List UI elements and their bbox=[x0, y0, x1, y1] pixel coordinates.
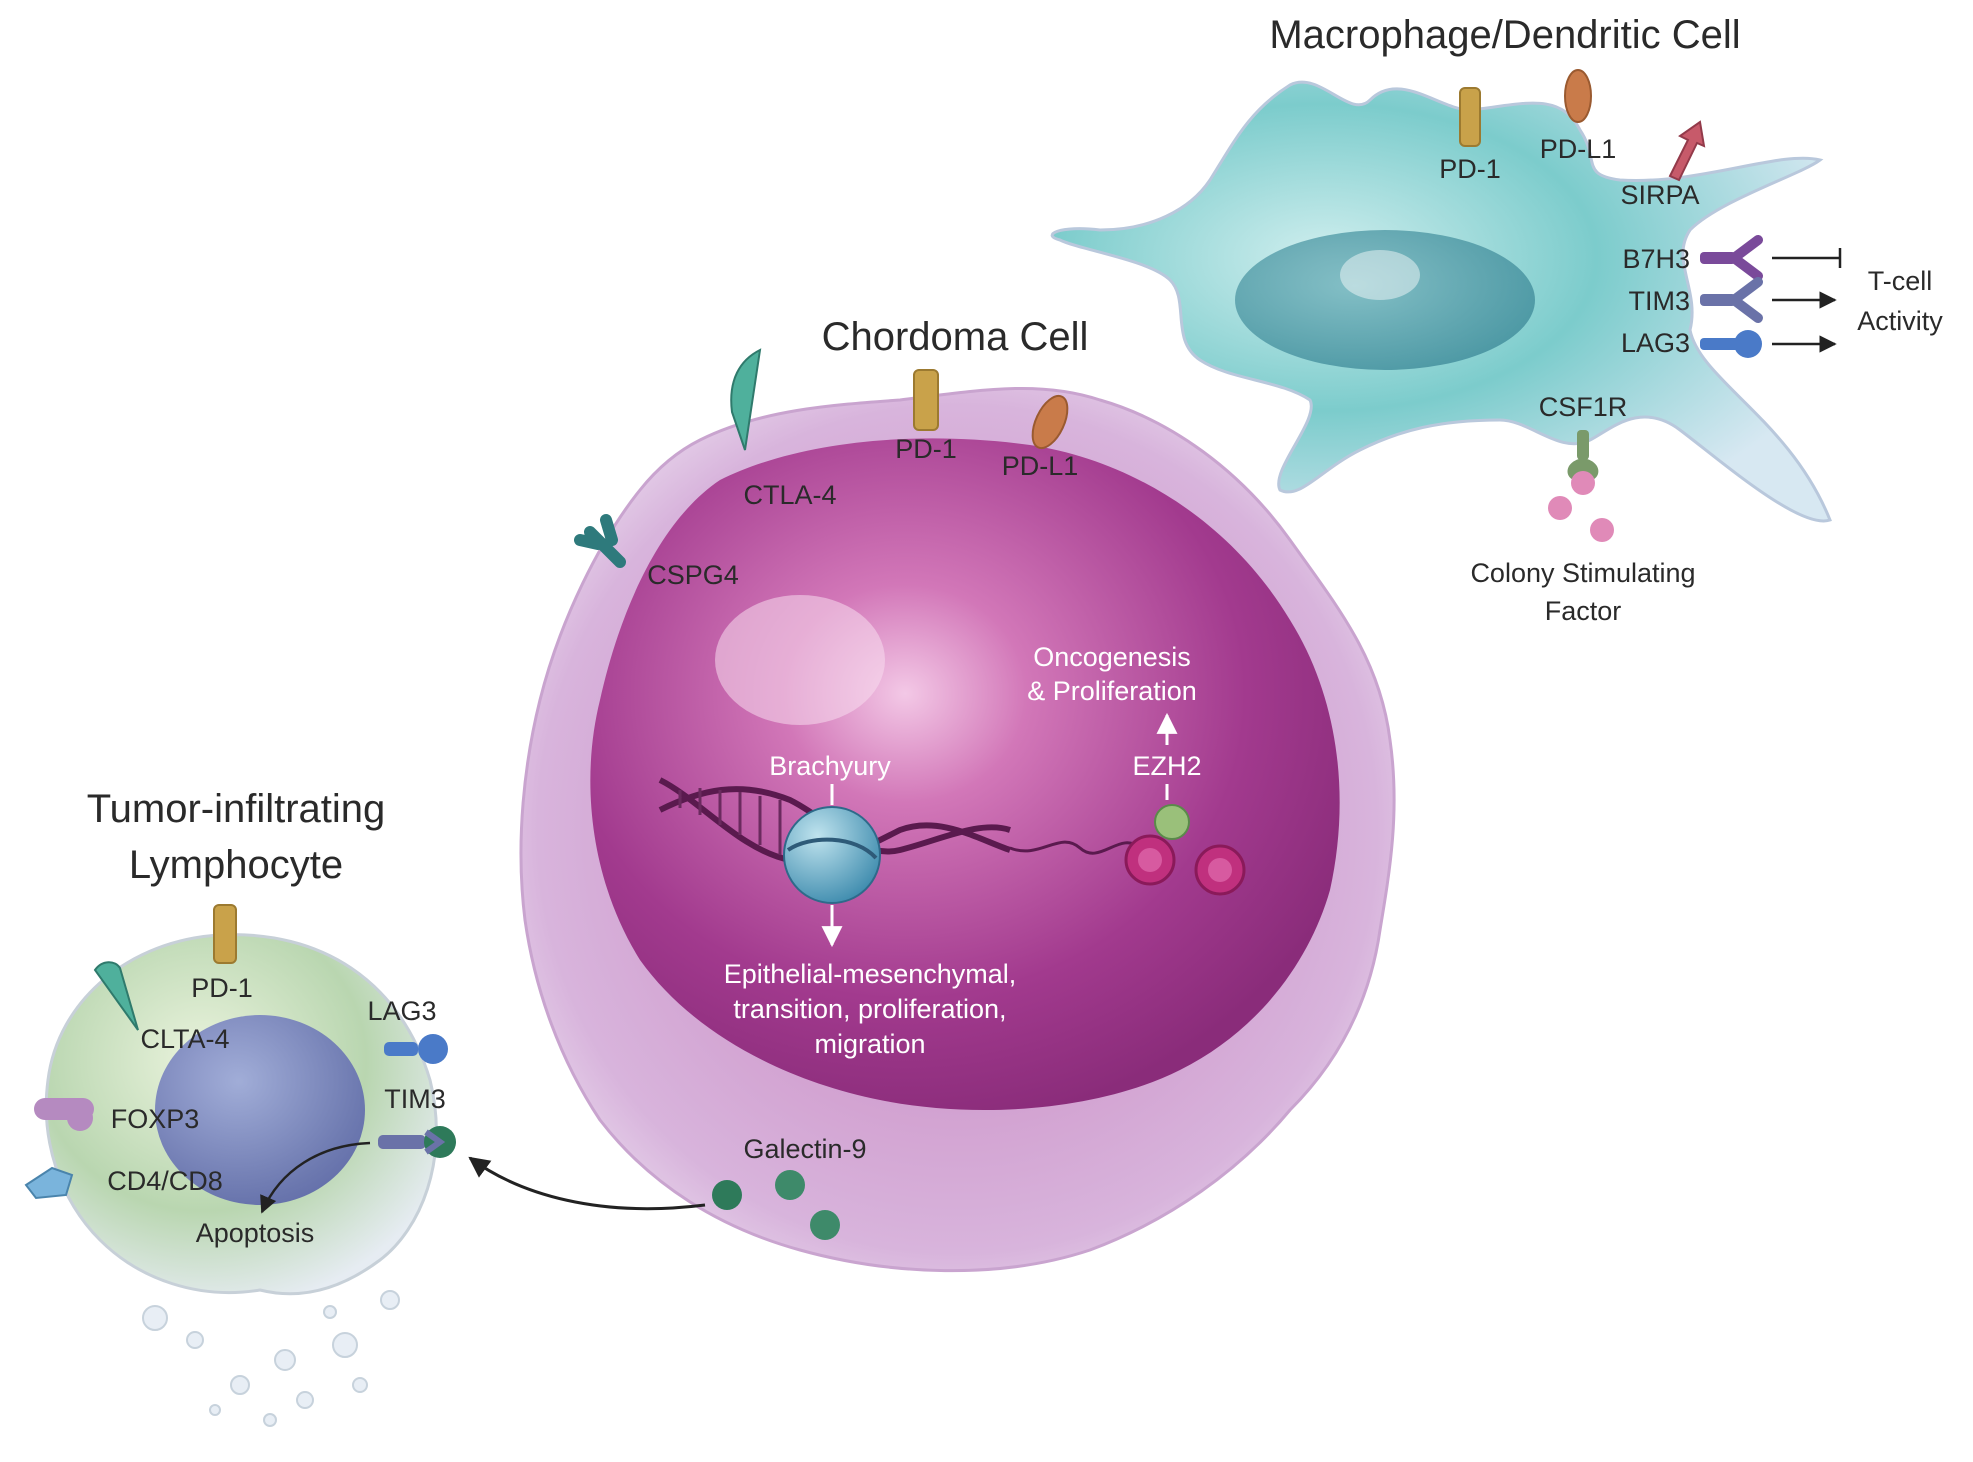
lymphocyte-clta4-label: CLTA-4 bbox=[140, 1024, 229, 1054]
apoptosis-arrow bbox=[260, 1141, 371, 1214]
colony-stimulating-factor-icon bbox=[1548, 471, 1614, 542]
csf-label-2: Factor bbox=[1545, 596, 1622, 626]
galectin9-arrow bbox=[468, 1156, 706, 1211]
emt-label-1: Epithelial-mesenchymal, bbox=[724, 959, 1017, 989]
macrophage-pd1-receptor-icon bbox=[1459, 87, 1481, 147]
macrophage-csf1r-label: CSF1R bbox=[1539, 392, 1628, 422]
lymphocyte-pd1-receptor-icon bbox=[213, 904, 237, 964]
brachyury-protein-icon bbox=[783, 806, 881, 904]
macrophage-sirpa-label: SIRPA bbox=[1620, 180, 1699, 210]
oncogenesis-label-2: & Proliferation bbox=[1027, 676, 1197, 706]
macrophage-b7h3-receptor-icon bbox=[1700, 235, 1763, 281]
ezh2-protein-icon bbox=[1154, 804, 1190, 840]
macrophage-cell bbox=[1050, 80, 1832, 523]
apoptotic-blebs-icon bbox=[142, 1290, 400, 1427]
chordoma-pdl1-label: PD-L1 bbox=[1002, 451, 1079, 481]
galectin9-label: Galectin-9 bbox=[743, 1134, 866, 1164]
lymphocyte-lag3-label: LAG3 bbox=[367, 996, 436, 1026]
macrophage-tim3-label: TIM3 bbox=[1628, 286, 1690, 316]
galectin9-icon bbox=[712, 1170, 840, 1240]
macrophage-pd1-label: PD-1 bbox=[1439, 154, 1501, 184]
macrophage-b7h3-label: B7H3 bbox=[1622, 244, 1690, 274]
lymphocyte-cell bbox=[44, 933, 438, 1296]
lymphocyte-cd4cd8-label: CD4/CD8 bbox=[107, 1166, 223, 1196]
lymphocyte-pd1-label: PD-1 bbox=[191, 973, 253, 1003]
lymphocyte-tim3-receptor-icon bbox=[378, 1126, 456, 1158]
chordoma-cspg4-receptor-icon bbox=[574, 514, 626, 568]
tcell-activity-label-1: T-cell bbox=[1868, 266, 1933, 296]
nucleosome-icon bbox=[1124, 834, 1246, 896]
chordoma-ctla4-label: CTLA-4 bbox=[743, 480, 836, 510]
lymphocyte-cd4cd8-receptor-icon bbox=[24, 1166, 74, 1200]
lymphocyte-tim3-label: TIM3 bbox=[384, 1084, 446, 1114]
macrophage-lag3-label: LAG3 bbox=[1621, 328, 1690, 358]
macrophage-nucleus bbox=[1235, 230, 1535, 370]
brachyury-label: Brachyury bbox=[769, 751, 891, 781]
lymphocyte-clta4-receptor-icon bbox=[93, 961, 139, 1031]
lymphocyte-lag3-receptor-icon bbox=[384, 1034, 448, 1064]
lymphocyte-title-1: Tumor-infiltrating bbox=[87, 787, 386, 831]
lymphocyte-title-2: Lymphocyte bbox=[129, 843, 343, 887]
macrophage-lag3-receptor-icon bbox=[1700, 330, 1762, 358]
chordoma-pd1-label: PD-1 bbox=[895, 434, 957, 464]
ezh2-label: EZH2 bbox=[1132, 751, 1201, 781]
tcell-activity-label-2: Activity bbox=[1857, 306, 1943, 336]
macrophage-tim3-receptor-icon bbox=[1700, 277, 1763, 323]
macrophage-pdl1-label: PD-L1 bbox=[1540, 134, 1617, 164]
macrophage-title: Macrophage/Dendritic Cell bbox=[1269, 13, 1740, 57]
chordoma-cspg4-label: CSPG4 bbox=[647, 560, 739, 590]
lymphocyte-foxp3-icon bbox=[34, 1098, 94, 1131]
apoptosis-label: Apoptosis bbox=[196, 1218, 315, 1248]
macrophage-sirpa-receptor-icon bbox=[1668, 120, 1706, 182]
csf-label-1: Colony Stimulating bbox=[1470, 558, 1695, 588]
emt-label-3: migration bbox=[814, 1029, 925, 1059]
chordoma-ctla4-receptor-icon bbox=[730, 348, 762, 451]
chordoma-pd1-receptor-icon bbox=[913, 369, 939, 431]
macrophage-pdl1-receptor-icon bbox=[1564, 69, 1592, 123]
oncogenesis-label-1: Oncogenesis bbox=[1033, 642, 1191, 672]
lymphocyte-foxp3-label: FOXP3 bbox=[111, 1104, 200, 1134]
chordoma-pdl1-receptor-icon bbox=[1031, 394, 1069, 450]
chordoma-title: Chordoma Cell bbox=[822, 315, 1089, 359]
emt-label-2: transition, proliferation, bbox=[733, 994, 1006, 1024]
